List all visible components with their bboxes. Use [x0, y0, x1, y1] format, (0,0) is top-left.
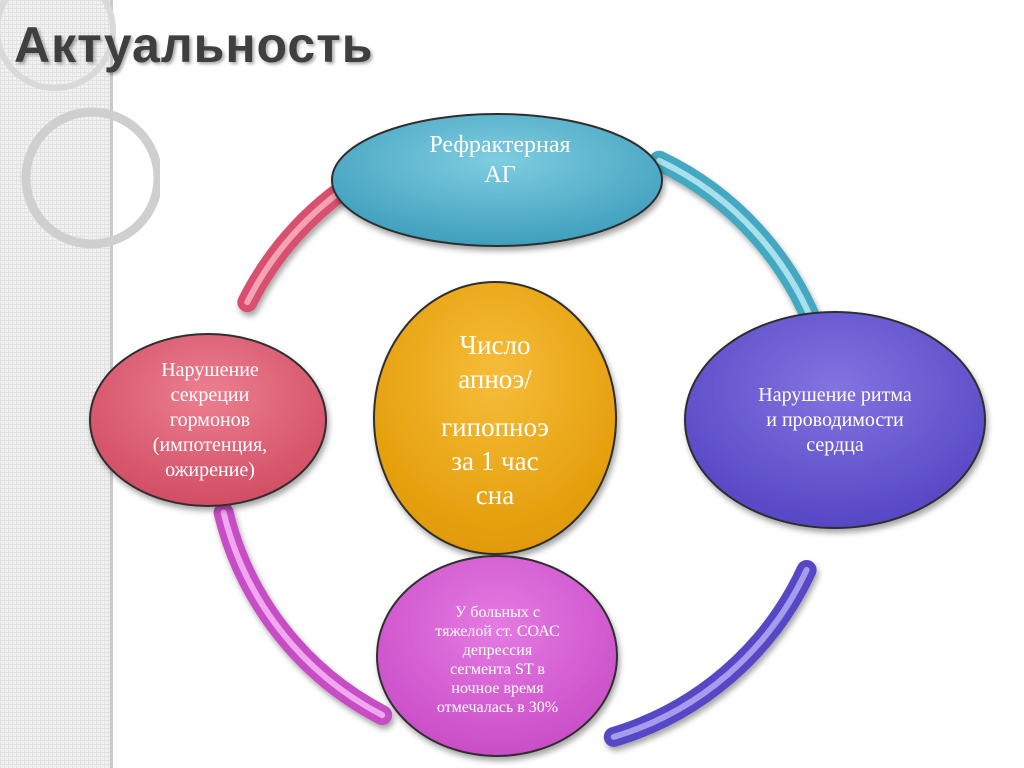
label-line: гипопноэ — [441, 412, 549, 442]
label-line: сердца — [806, 433, 864, 456]
label-line: отмечалась в 30% — [436, 699, 559, 716]
node-st-depression-label: У больных с тяжелой ст. СОАС депрессия с… — [385, 585, 610, 735]
label-line: депрессия — [462, 642, 533, 659]
label-line: Число — [459, 330, 531, 360]
node-refractory-ah-label: Рефрактерная АГ — [350, 120, 650, 230]
label-line: и проводимости — [766, 408, 904, 431]
label-line: сегмента ST в — [450, 661, 545, 678]
deco-circle-top — [0, 0, 116, 91]
label-line: секреции — [170, 383, 250, 406]
label-line: ночное время — [451, 680, 544, 697]
label-line: ожирение) — [165, 458, 255, 481]
deco-circle-mid — [21, 107, 160, 249]
label-line: Нарушение — [161, 358, 259, 381]
node-st-depression — [376, 555, 618, 757]
node-hormone-disorder — [89, 333, 327, 507]
slide-title: Актуальность — [14, 17, 374, 73]
node-apnea-index — [373, 281, 617, 555]
label-line: за 1 час — [451, 446, 539, 476]
node-apnea-index-label: Число апноэ/ гипопноэ за 1 час сна — [380, 290, 610, 550]
node-hormone-disorder-label: Нарушение секреции гормонов (импотенция,… — [100, 345, 320, 495]
label-line: Нарушение ритма — [758, 383, 912, 406]
label-line: апноэ/ — [458, 364, 532, 394]
label-line: сна — [475, 480, 515, 510]
label-line: У больных с — [455, 604, 540, 621]
label-line: тяжелой ст. СОАС — [435, 623, 560, 640]
label-line: (импотенция, — [152, 433, 268, 456]
node-rhythm-disorder-label: Нарушение ритма и проводимости сердца — [700, 370, 970, 470]
ring-arc-top-right — [649, 150, 828, 344]
label-line: гормонов — [169, 408, 251, 431]
ring-arc-bottom-left — [213, 502, 393, 726]
label-line: Рефрактерная — [429, 132, 571, 158]
node-refractory-ah — [331, 113, 663, 247]
label-line: АГ — [484, 162, 516, 188]
node-rhythm-disorder — [684, 311, 986, 529]
ring-arc-bottom-right — [603, 560, 817, 747]
decorative-circles — [0, 0, 160, 249]
